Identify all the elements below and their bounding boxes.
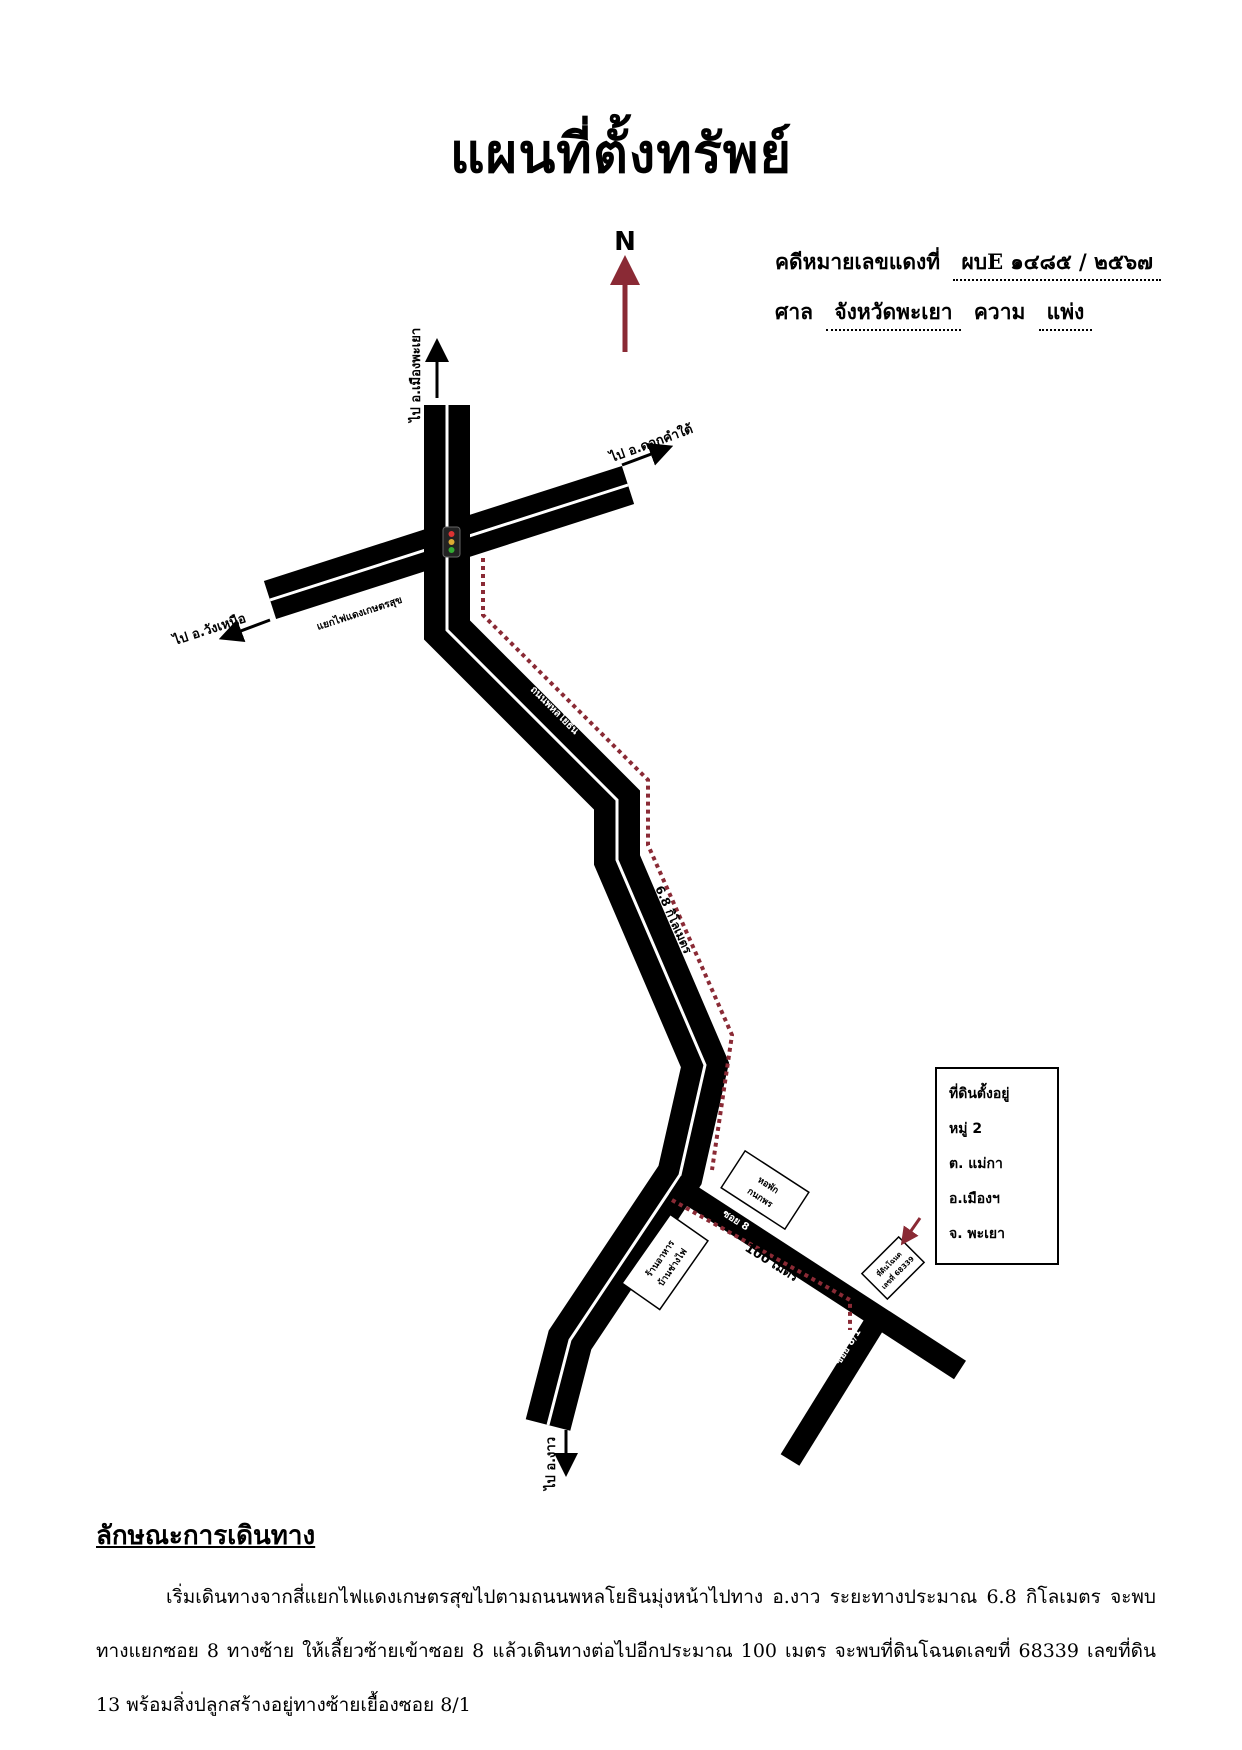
case-info: คดีหมายเลขแดงที่ ผบE ๑๔๘๕ / ๒๕๖๗ ศาล จัง… xyxy=(775,246,1167,346)
label-to-north: ไป อ.เมืองพะเยา xyxy=(407,328,424,424)
label-to-west: ไป อ.วังเหนือ xyxy=(169,609,248,649)
land-deed-marker: ที่ดินโฉนด เลขที่ 68339 xyxy=(860,1235,926,1301)
traffic-light-icon xyxy=(442,526,461,558)
landmark-restaurant: ร้านอาหาร บ้านช่างไฟ xyxy=(621,1213,709,1311)
arrow-east-icon xyxy=(621,442,674,467)
main-road xyxy=(424,405,730,1431)
label-to-south: ไป อ.งาว xyxy=(542,1437,559,1492)
land-location-box: ที่ดินตั้งอยู่ หมู่ 2 ต. แม่กา อ.เมืองฯ … xyxy=(935,1067,1059,1265)
land-province: จ. พะเยา xyxy=(949,1226,1005,1242)
soi-8-1-road xyxy=(780,1312,888,1466)
travel-description: เริ่มเดินทางจากสี่แยกไฟแดงเกษตรสุขไปตามถ… xyxy=(96,1586,1156,1716)
case-number-label: คดีหมายเลขแดงที่ xyxy=(775,249,941,274)
north-label: N xyxy=(614,227,636,257)
land-header: ที่ดินตั้งอยู่ xyxy=(949,1086,1010,1102)
page-title: แผนที่ตั้งทรัพย์ xyxy=(449,121,793,185)
land-moo: หมู่ 2 xyxy=(949,1121,983,1137)
court-value: จังหวัดพะเยา xyxy=(826,296,961,331)
case-type-label: ความ xyxy=(973,299,1026,324)
case-number-line: คดีหมายเลขแดงที่ ผบE ๑๔๘๕ / ๒๕๖๗ xyxy=(775,246,1167,296)
court-label: ศาล xyxy=(775,299,813,324)
arrow-west-icon xyxy=(218,618,271,643)
route-soi-dotted xyxy=(671,1198,852,1330)
route-main-dotted xyxy=(481,558,735,1171)
soi-8-road xyxy=(669,1175,966,1380)
label-to-east: ไป อ.ดอกคำใต้ xyxy=(606,420,695,466)
court-line: ศาล จังหวัดพะเยา ความ แพ่ง xyxy=(775,296,1167,346)
case-type-value: แพ่ง xyxy=(1038,296,1093,331)
location-map: N ไป อ.เมืองพะเยา ไป อ.ดอกคำใต้ ไป อ.วัง… xyxy=(169,227,966,1492)
travel-heading: ลักษณะการเดินทาง xyxy=(96,1521,316,1551)
land-tambon: ต. แม่กา xyxy=(949,1156,1003,1172)
deed-pointer-arrow-icon xyxy=(900,1217,922,1246)
land-amphoe: อ.เมืองฯ xyxy=(949,1191,1000,1207)
case-number-value: ผบE ๑๔๘๕ / ๒๕๖๗ xyxy=(953,246,1161,281)
landmark-dormitory: หอพัก กนกพร xyxy=(720,1149,810,1231)
